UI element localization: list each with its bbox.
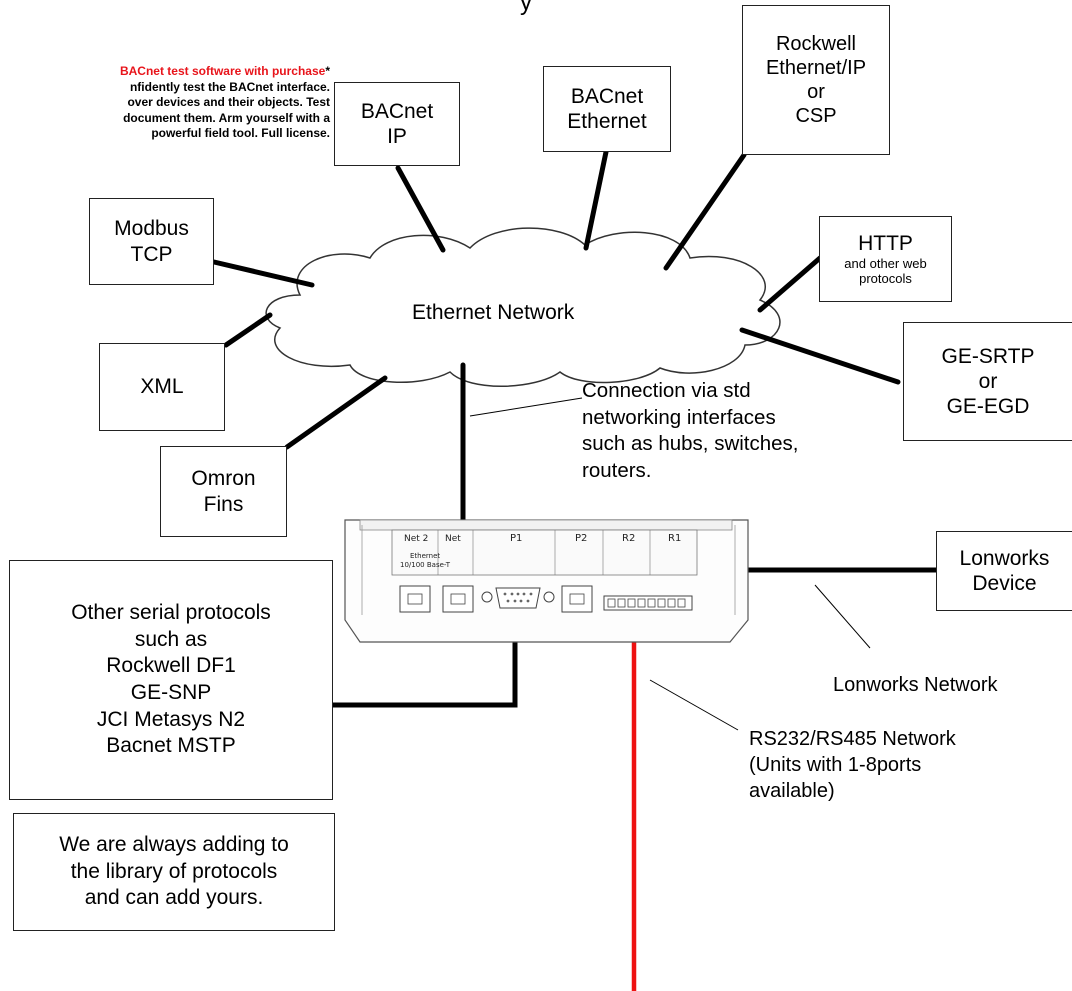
- http-box: HTTP and other web protocols: [819, 216, 952, 302]
- box-line: GE-SNP: [130, 681, 212, 704]
- box-line: IP: [387, 125, 407, 148]
- box-line: We are always adding to: [59, 832, 289, 856]
- promo-line: over devices and their objects. Test: [127, 95, 330, 110]
- lonworks-network-leader: [814, 584, 871, 649]
- net2-label: Net 2: [404, 534, 429, 544]
- rs-network-annotation: RS232/RS485 Network (Units with 1-8ports…: [749, 726, 956, 804]
- box-line: Lonworks: [959, 546, 1050, 570]
- box-line: TCP: [130, 242, 173, 266]
- box-line: GE-SRTP: [941, 344, 1035, 368]
- box-line: Ethernet/IP: [765, 57, 867, 79]
- box-line: protocols: [859, 270, 912, 286]
- link-rockwell: [663, 152, 747, 271]
- link-ge-srtp: [739, 327, 901, 385]
- link-http: [757, 255, 823, 313]
- annotation-line: (Units with 1-8ports: [749, 754, 922, 776]
- ethernet-network-label: Ethernet Network: [412, 301, 575, 324]
- xml-box: XML: [99, 343, 225, 431]
- ethernet-cloud: [265, 227, 781, 387]
- annotation-line: routers.: [582, 458, 652, 482]
- box-line: HTTP: [858, 232, 913, 256]
- promo-line: powerful field tool. Full license.: [151, 126, 330, 141]
- box-line: Omron: [191, 467, 256, 491]
- p2-port: [561, 585, 593, 613]
- box-line: Rockwell: [775, 33, 857, 55]
- rockwell-box: Rockwell Ethernet/IP or CSP: [742, 5, 890, 155]
- bacnet-ethernet-box: BACnet Ethernet: [543, 66, 671, 152]
- promo-line: nfidently test the BACnet interface.: [129, 79, 330, 94]
- box-line: CSP: [795, 105, 837, 127]
- library-note-box: We are always adding to the library of p…: [13, 813, 335, 931]
- annotation-line: such as hubs, switches,: [582, 432, 799, 456]
- ethernet-label: Ethernet: [410, 552, 441, 560]
- box-line: Rockwell DF1: [106, 654, 236, 678]
- r2-label: R2: [622, 533, 636, 544]
- link-omron: [284, 375, 388, 450]
- box-line: such as: [134, 627, 208, 651]
- box-line: Device: [972, 572, 1037, 595]
- box-line: Modbus: [114, 217, 189, 241]
- box-line: Ethernet: [567, 110, 647, 133]
- r1-label: R1: [668, 533, 682, 544]
- promo-headline: BACnet test software with purchase: [119, 64, 326, 78]
- connection-annotation: Connection via std networking interfaces…: [582, 378, 799, 485]
- link-bacnet-ethernet: [583, 149, 609, 251]
- box-line: Bacnet MSTP: [106, 734, 236, 758]
- box-line: or: [807, 81, 825, 103]
- p1-label: P1: [510, 533, 523, 544]
- serial-protocols-box: Other serial protocols such as Rockwell …: [9, 560, 333, 800]
- promo-line: document them. Arm yourself with a: [123, 110, 330, 125]
- box-line: and can add yours.: [84, 886, 264, 910]
- link-bacnet-ip: [395, 165, 446, 253]
- box-line: JCI Metasys N2: [96, 707, 246, 731]
- annotation-line: Connection via std: [582, 379, 751, 402]
- annotation-line: RS232/RS485 Network: [749, 728, 956, 750]
- box-line: BACnet: [360, 99, 434, 123]
- title-fragment: y: [520, 0, 532, 16]
- box-line: the library of protocols: [70, 859, 278, 883]
- link-xml: [223, 312, 273, 348]
- modbus-tcp-box: Modbus TCP: [89, 198, 214, 285]
- ge-srtp-box: GE-SRTP or GE-EGD: [903, 322, 1072, 441]
- promo-text: BACnet test software with purchase* nfid…: [0, 64, 330, 142]
- connection-leader: [469, 397, 583, 417]
- box-line: Fins: [203, 492, 244, 516]
- lonworks-network-label: Lonworks Network: [833, 674, 998, 696]
- promo-star: *: [325, 64, 330, 78]
- box-line: or: [978, 369, 998, 393]
- annotation-line: networking interfaces: [582, 405, 776, 429]
- p1-serial-port: [481, 587, 555, 609]
- box-line: BACnet: [570, 84, 644, 108]
- net1-port: [442, 585, 474, 613]
- box-line: GE-EGD: [946, 395, 1030, 419]
- box-line: Other serial protocols: [71, 601, 271, 625]
- box-line: and other web: [844, 255, 927, 271]
- lonworks-device-box: Lonworks Device: [936, 531, 1072, 611]
- net2-port: [399, 585, 431, 613]
- annotation-line: available): [749, 780, 835, 802]
- bacnet-ip-box: BACnet IP: [334, 82, 460, 166]
- omron-fins-box: Omron Fins: [160, 446, 287, 537]
- link-modbus: [211, 259, 315, 288]
- gateway-device: [344, 519, 749, 643]
- rs-network-leader: [649, 679, 739, 731]
- box-line: XML: [140, 375, 184, 399]
- net1-label: Net: [445, 534, 461, 544]
- base-t-label: 10/100 Base-T: [400, 561, 451, 569]
- p2-label: P2: [575, 533, 588, 544]
